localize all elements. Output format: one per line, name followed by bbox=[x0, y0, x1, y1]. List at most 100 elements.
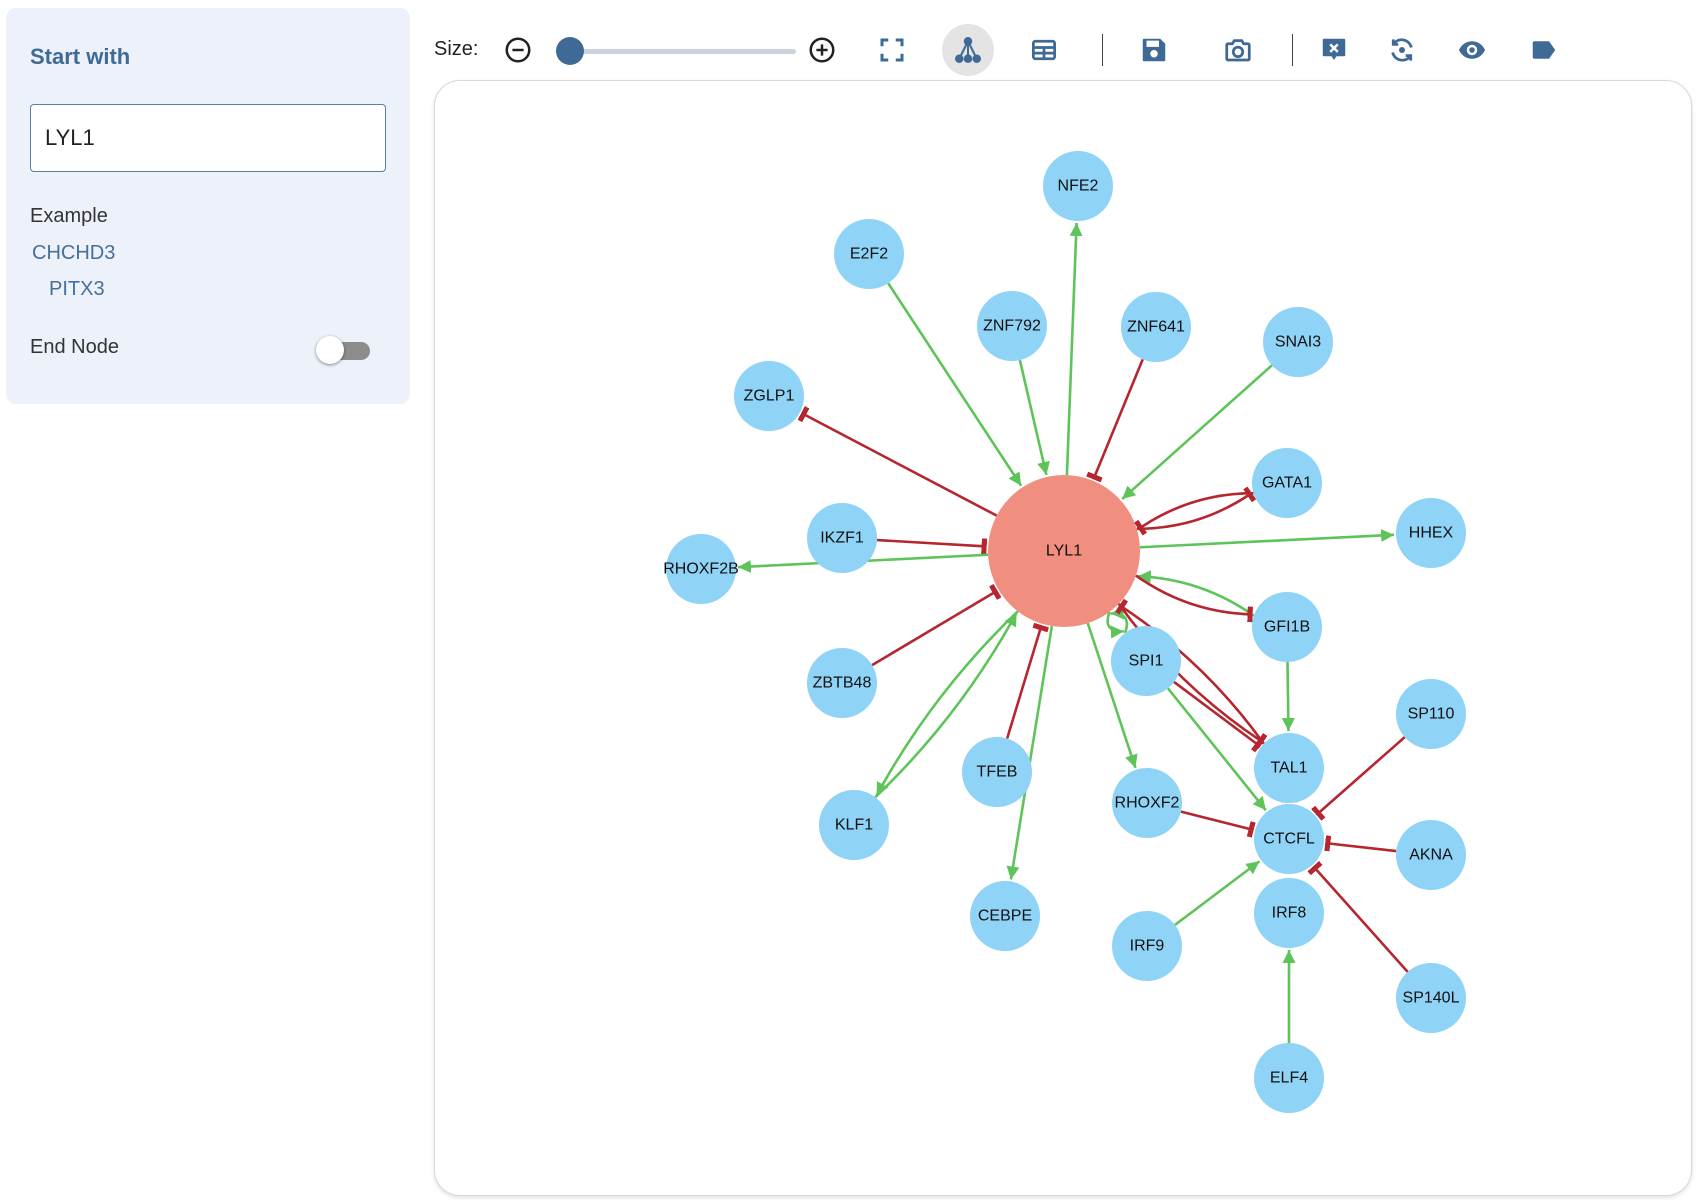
node-circle-cebpe[interactable] bbox=[970, 881, 1040, 951]
edge-spi1-lyl1[interactable] bbox=[1110, 606, 1129, 634]
node-e2f2[interactable]: E2F2 bbox=[834, 219, 904, 289]
end-node-toggle[interactable] bbox=[316, 336, 374, 364]
example-link-pitx3[interactable]: PITX3 bbox=[49, 278, 105, 300]
edge-irf9-ctcfl[interactable] bbox=[1174, 860, 1261, 926]
zoom-out-icon[interactable] bbox=[500, 32, 536, 68]
node-spi1[interactable]: SPI1 bbox=[1111, 626, 1181, 696]
edge-rhoxf2-ctcfl[interactable] bbox=[1180, 810, 1256, 838]
node-circle-sp110[interactable] bbox=[1396, 679, 1466, 749]
edge-znf792-lyl1[interactable] bbox=[1018, 359, 1050, 476]
camera-icon[interactable] bbox=[1220, 32, 1256, 68]
node-circle-znf641[interactable] bbox=[1121, 292, 1191, 362]
edge-spi1-tal1[interactable] bbox=[1173, 680, 1265, 753]
node-circle-rhoxf2[interactable] bbox=[1112, 768, 1182, 838]
node-circle-snai3[interactable] bbox=[1263, 307, 1333, 377]
node-sp140l[interactable]: SP140L bbox=[1396, 963, 1466, 1033]
node-circle-gata1[interactable] bbox=[1252, 448, 1322, 518]
node-snai3[interactable]: SNAI3 bbox=[1263, 307, 1333, 377]
node-circle-elf4[interactable] bbox=[1254, 1043, 1324, 1113]
node-elf4[interactable]: ELF4 bbox=[1254, 1043, 1324, 1113]
node-nfe2[interactable]: NFE2 bbox=[1043, 151, 1113, 221]
edge-sp140l-ctcfl[interactable] bbox=[1307, 860, 1409, 973]
node-circle-rhoxf2b[interactable] bbox=[666, 534, 736, 604]
edge-gfi1b-tal1[interactable] bbox=[1281, 661, 1295, 732]
node-tal1[interactable]: TAL1 bbox=[1254, 733, 1324, 803]
edge-zbtb48-lyl1[interactable] bbox=[871, 583, 1002, 667]
node-circle-gfi1b[interactable] bbox=[1252, 592, 1322, 662]
edge-lyl1-gfi1b[interactable] bbox=[1135, 574, 1253, 623]
edge-akna-ctcfl[interactable] bbox=[1324, 835, 1397, 853]
node-zbtb48[interactable]: ZBTB48 bbox=[807, 648, 877, 718]
node-circle-klf1[interactable] bbox=[819, 790, 889, 860]
node-circle-irf8[interactable] bbox=[1254, 878, 1324, 948]
edge-e2f2-lyl1[interactable] bbox=[887, 282, 1023, 487]
node-circle-ikzf1[interactable] bbox=[807, 503, 877, 573]
table-view-icon[interactable] bbox=[1026, 32, 1062, 68]
clear-icon[interactable] bbox=[1316, 32, 1352, 68]
node-gfi1b[interactable]: GFI1B bbox=[1252, 592, 1322, 662]
node-sp110[interactable]: SP110 bbox=[1396, 679, 1466, 749]
node-rhoxf2b[interactable]: RHOXF2B bbox=[663, 534, 739, 604]
edge-lyl1-hhex[interactable] bbox=[1139, 528, 1395, 549]
node-circle-tfeb[interactable] bbox=[962, 737, 1032, 807]
node-ikzf1[interactable]: IKZF1 bbox=[807, 503, 877, 573]
edge-ikzf1-lyl1[interactable] bbox=[876, 538, 988, 555]
node-zglp1[interactable]: ZGLP1 bbox=[734, 361, 804, 431]
node-circle-akna[interactable] bbox=[1396, 820, 1466, 890]
size-slider[interactable] bbox=[556, 36, 796, 66]
node-circle-znf792[interactable] bbox=[977, 291, 1047, 361]
edge-gfi1b-lyl1[interactable] bbox=[1137, 570, 1255, 617]
fit-view-icon[interactable] bbox=[874, 32, 910, 68]
refresh-icon[interactable] bbox=[1384, 32, 1420, 68]
node-circle-sp140l[interactable] bbox=[1396, 963, 1466, 1033]
zoom-in-icon[interactable] bbox=[804, 32, 840, 68]
start-gene-input[interactable] bbox=[30, 104, 386, 172]
node-circle-irf9[interactable] bbox=[1112, 911, 1182, 981]
save-icon[interactable] bbox=[1136, 32, 1172, 68]
edge-lyl1-klf1[interactable] bbox=[875, 610, 1019, 797]
edge-klf1-lyl1[interactable] bbox=[874, 612, 1018, 799]
node-klf1[interactable]: KLF1 bbox=[819, 790, 889, 860]
edge-lyl1-nfe2[interactable] bbox=[1065, 222, 1083, 476]
edge-lyl1-rhoxf2[interactable] bbox=[1086, 622, 1138, 769]
node-circle-e2f2[interactable] bbox=[834, 219, 904, 289]
edge-spi1-ctcfl[interactable] bbox=[1166, 687, 1267, 811]
edge-lyl1-spi1[interactable] bbox=[1106, 611, 1124, 639]
edge-lyl1-tal1[interactable] bbox=[1117, 603, 1268, 749]
node-gata1[interactable]: GATA1 bbox=[1252, 448, 1322, 518]
node-circle-lyl1[interactable] bbox=[988, 475, 1140, 627]
edge-lyl1-cebpe[interactable] bbox=[1006, 625, 1054, 880]
node-circle-hhex[interactable] bbox=[1396, 498, 1466, 568]
node-tfeb[interactable]: TFEB bbox=[962, 737, 1032, 807]
node-circle-ctcfl[interactable] bbox=[1254, 804, 1324, 874]
edge-lyl1-gata1[interactable] bbox=[1136, 486, 1257, 531]
node-circle-zglp1[interactable] bbox=[734, 361, 804, 431]
node-circle-zbtb48[interactable] bbox=[807, 648, 877, 718]
example-link-chchd3[interactable]: CHCHD3 bbox=[32, 242, 116, 264]
slider-thumb[interactable] bbox=[556, 37, 584, 65]
node-circle-spi1[interactable] bbox=[1111, 626, 1181, 696]
node-akna[interactable]: AKNA bbox=[1396, 820, 1466, 890]
node-cebpe[interactable]: CEBPE bbox=[970, 881, 1040, 951]
edge-snai3-lyl1[interactable] bbox=[1121, 364, 1273, 501]
edge-lyl1-zglp1[interactable] bbox=[797, 406, 998, 517]
label-icon[interactable] bbox=[1526, 32, 1562, 68]
edge-gata1-lyl1[interactable] bbox=[1134, 491, 1254, 536]
edge-tfeb-lyl1[interactable] bbox=[1005, 622, 1050, 739]
node-circle-tal1[interactable] bbox=[1254, 733, 1324, 803]
edge-znf641-lyl1[interactable] bbox=[1086, 358, 1144, 483]
node-irf9[interactable]: IRF9 bbox=[1112, 911, 1182, 981]
edge-tal1-lyl1[interactable] bbox=[1115, 598, 1265, 745]
node-circle-nfe2[interactable] bbox=[1043, 151, 1113, 221]
node-irf8[interactable]: IRF8 bbox=[1254, 878, 1324, 948]
node-rhoxf2[interactable]: RHOXF2 bbox=[1112, 768, 1182, 838]
node-hhex[interactable]: HHEX bbox=[1396, 498, 1466, 568]
node-ctcfl[interactable]: CTCFL bbox=[1254, 804, 1324, 874]
node-znf792[interactable]: ZNF792 bbox=[977, 291, 1047, 361]
node-lyl1[interactable]: LYL1 bbox=[988, 475, 1140, 627]
eye-icon[interactable] bbox=[1454, 32, 1490, 68]
network-layout-icon[interactable] bbox=[942, 24, 994, 76]
edge-sp110-ctcfl[interactable] bbox=[1311, 736, 1406, 821]
